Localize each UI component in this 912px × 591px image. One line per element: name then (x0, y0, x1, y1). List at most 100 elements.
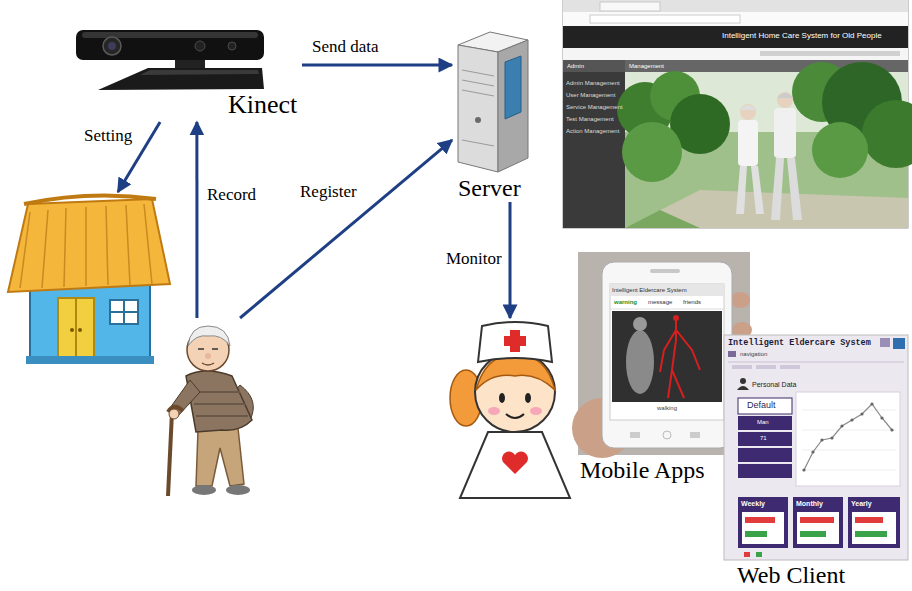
house-illustration (58, 298, 94, 358)
elderly-man-figure (168, 412, 172, 496)
web-client-screenshot (728, 362, 904, 363)
mobile-apps-node: Mobile Apps (578, 250, 750, 490)
admin-screenshot (622, 122, 682, 182)
mobile-phone-photo (633, 317, 647, 331)
web-client-screenshot (850, 418, 853, 421)
web-client-screenshot (848, 497, 900, 548)
house-illustration (85, 207, 87, 286)
web-client-screenshot (855, 517, 883, 523)
kinect-sensor (108, 42, 116, 50)
node-label: Kinect (228, 92, 297, 118)
elderly-man-figure (169, 409, 179, 419)
admin-screenshot (563, 0, 908, 12)
server-node: Server (452, 28, 535, 202)
kinect-sensor (76, 30, 264, 90)
mobile-phone-photo (660, 330, 700, 372)
web-client-screenshot (802, 430, 896, 431)
nurse-figure (478, 322, 552, 362)
admin-screenshot (563, 0, 908, 228)
screen-text: navigation (740, 351, 767, 357)
web-client-screenshot (860, 412, 863, 415)
screen-text: message (648, 299, 672, 305)
elderly-man-figure (192, 485, 216, 495)
house-illustration (26, 356, 154, 364)
web-client-screenshot (732, 365, 752, 369)
nurse-figure (530, 407, 542, 415)
screen-text: Action Management (566, 128, 619, 134)
server-tower (462, 90, 494, 96)
node-label: Mobile Apps (580, 458, 705, 482)
screen-text: Intelligent Home Care System for Old Peo… (722, 32, 882, 40)
house-illustration (8, 195, 170, 364)
web-client-screenshot (870, 402, 873, 405)
web-client-screenshot (756, 552, 762, 557)
screen-text: Admin Management (566, 80, 620, 86)
admin-screenshot (600, 2, 660, 11)
server-tower (462, 140, 494, 146)
edge-label: Send data (310, 38, 381, 57)
kinect-sensor (76, 30, 264, 60)
admin-screenshot (563, 60, 625, 72)
web-client-screenshot (830, 436, 833, 439)
server-tower (505, 56, 521, 119)
screen-text: Personal Data (752, 381, 796, 388)
kinect-sensor (98, 68, 264, 90)
web-client-screenshot (738, 464, 792, 478)
web-client-screenshot (893, 338, 905, 349)
web-client-screenshot (802, 450, 896, 451)
admin-screenshot (563, 48, 908, 60)
server-tower (498, 40, 528, 172)
server-tower (475, 117, 481, 123)
house-illustration (70, 328, 74, 332)
elderly-man-figure (188, 326, 230, 346)
web-client-screenshot (804, 404, 892, 470)
web-client-screenshot (793, 497, 843, 548)
mobile-phone-photo (610, 284, 724, 296)
screen-text: Service Management (566, 104, 623, 110)
edge-label: Setting (82, 127, 134, 146)
screen-text: 71 (760, 435, 767, 441)
house-illustration (42, 210, 48, 288)
elderly-man-figure (194, 403, 246, 405)
mobile-phone-photo (626, 330, 654, 394)
web-client-screenshot (802, 470, 896, 471)
mobile-phone-photo (668, 318, 676, 398)
admin-screenshot (777, 92, 793, 108)
node-label: Web Client (737, 563, 845, 587)
house-illustration (110, 311, 138, 313)
web-client-screenshot (780, 365, 800, 369)
screen-text: Intelligent Eldercare System (612, 287, 687, 293)
edge-label: Record (205, 186, 258, 205)
screen-text: friends (683, 299, 701, 305)
house-illustration (126, 205, 130, 285)
web-client-screenshot (737, 386, 749, 390)
web-client-screenshot (745, 517, 775, 523)
house-illustration (64, 208, 66, 287)
web-client-screenshot (852, 512, 896, 544)
house-illustration (24, 195, 156, 204)
server-tower (462, 80, 494, 86)
screen-text: warning (614, 299, 637, 305)
house-illustration (110, 300, 138, 324)
web-client-screenshot (738, 398, 792, 414)
house-illustration (20, 212, 30, 288)
kinect-sensor (175, 60, 205, 69)
screen-text: Yearly (851, 500, 872, 507)
house-illustration (144, 204, 152, 284)
elderly-man-figure (168, 326, 253, 496)
elderly-man-figure (196, 428, 244, 486)
edge-label: Monitor (444, 250, 504, 269)
screen-text: Test Management (566, 116, 614, 122)
web-client-screenshot (855, 531, 887, 537)
mobile-phone-photo (610, 309, 724, 310)
kinect-node: Kinect (72, 26, 302, 122)
admin-screenshot (760, 51, 900, 56)
house-node (3, 192, 172, 368)
screen-text: Monthly (796, 500, 823, 507)
admin-screenshot (563, 12, 908, 26)
web-client-node: Web Client (722, 333, 912, 591)
web-client-screenshot (744, 552, 750, 557)
arrow-connector (302, 63, 452, 66)
kinect-sensor (140, 70, 259, 75)
